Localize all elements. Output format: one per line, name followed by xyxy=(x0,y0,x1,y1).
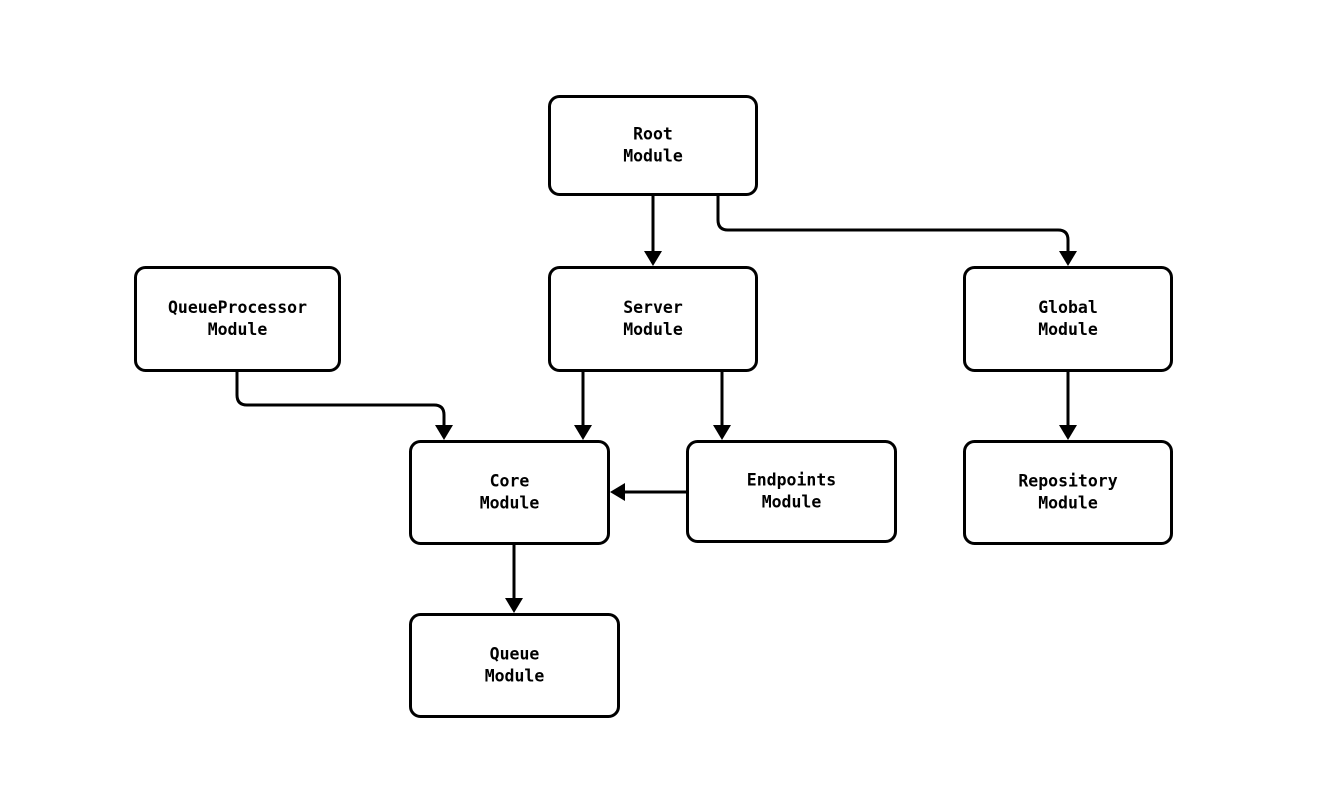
node-box[interactable] xyxy=(134,266,341,372)
edge-root-to-global xyxy=(716,196,1077,266)
node-label-line-1: Repository xyxy=(1018,471,1117,490)
edge-line xyxy=(716,196,1070,252)
node-label-line-2: Module xyxy=(1038,493,1098,512)
arrowhead-icon xyxy=(1059,425,1077,440)
edge-root-to-server xyxy=(644,196,662,266)
node-label-line-1: Endpoints xyxy=(747,470,836,489)
arrowhead-icon xyxy=(644,251,662,266)
node-label-line-2: Module xyxy=(485,666,545,685)
edge-queueprocessor-to-core xyxy=(235,372,453,440)
node-label-line-1: Queue xyxy=(490,644,540,663)
node-label-line-1: QueueProcessor xyxy=(168,298,307,317)
node-label-line-2: Module xyxy=(623,146,683,165)
node-label-line-2: Module xyxy=(762,492,822,511)
node-label-line-2: Module xyxy=(480,493,540,512)
edge-endpoints-to-core xyxy=(610,483,686,501)
node-label-line-2: Module xyxy=(1038,320,1098,339)
node-box[interactable] xyxy=(409,613,620,718)
node-box[interactable] xyxy=(686,440,897,543)
arrowhead-icon xyxy=(610,483,625,501)
arrowhead-icon xyxy=(505,598,523,613)
edge-server-to-endpoints xyxy=(713,372,731,440)
node-box[interactable] xyxy=(548,266,758,372)
edges-layer xyxy=(235,196,1077,613)
node-label-line-1: Global xyxy=(1038,298,1098,317)
node-box[interactable] xyxy=(963,266,1173,372)
edge-core-to-queue xyxy=(505,545,523,613)
arrowhead-icon xyxy=(713,425,731,440)
node-box[interactable] xyxy=(409,440,610,545)
edge-global-to-repository xyxy=(1059,372,1077,440)
arrowhead-icon xyxy=(574,425,592,440)
node-label-line-2: Module xyxy=(208,320,268,339)
node-label-line-2: Module xyxy=(623,320,683,339)
arrowhead-icon xyxy=(435,425,453,440)
node-label-line-1: Core xyxy=(490,471,530,490)
node-box[interactable] xyxy=(963,440,1173,545)
node-box[interactable] xyxy=(548,95,758,196)
arrowhead-icon xyxy=(1059,251,1077,266)
edge-line xyxy=(235,372,446,426)
node-label-line-1: Server xyxy=(623,298,683,317)
node-label-line-1: Root xyxy=(633,124,673,143)
edge-server-to-core xyxy=(574,372,592,440)
